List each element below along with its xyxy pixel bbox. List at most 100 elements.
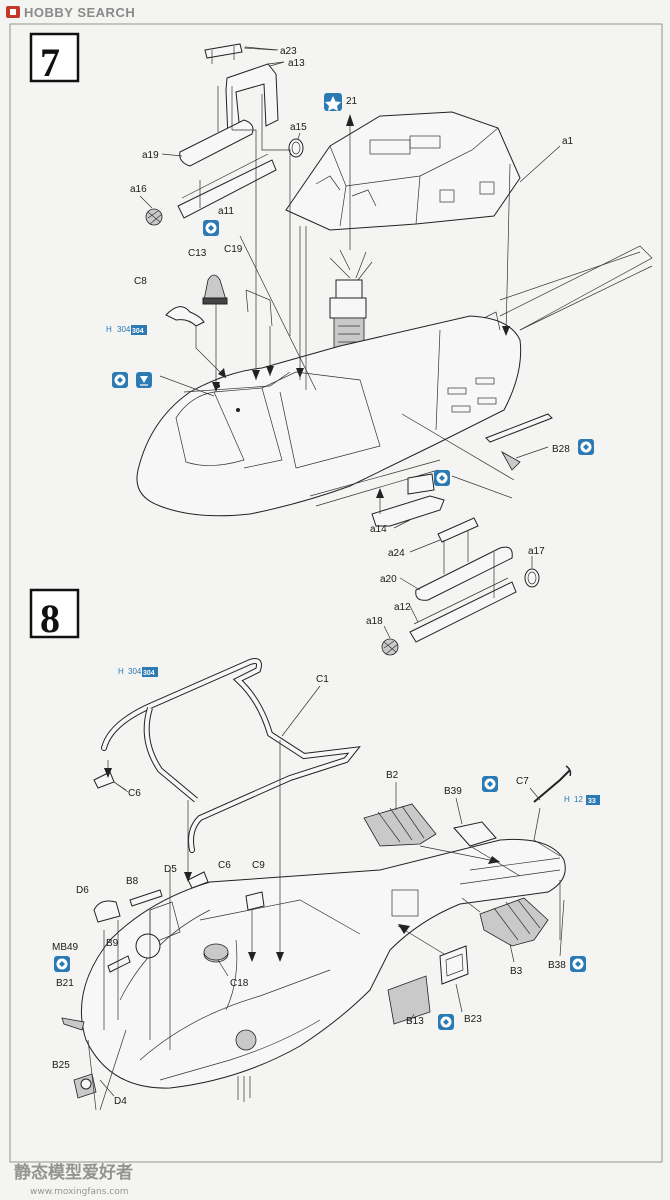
label-a12: a12 — [394, 602, 411, 613]
leader-lines-step7 — [139, 47, 561, 639]
tail-boom — [499, 245, 653, 331]
label-a20: a20 — [380, 574, 397, 585]
part-d6 — [93, 900, 121, 923]
paint-c1-prefix: H — [118, 667, 124, 676]
label-c18: C18 — [230, 978, 249, 989]
label-b2: B2 — [386, 770, 399, 781]
label-c19: C19 — [224, 244, 243, 255]
label-a15: a15 — [290, 122, 307, 133]
part-c19 — [245, 289, 273, 327]
part-b3 — [479, 897, 549, 947]
watermark-url: www.moxingfans.com — [30, 1187, 129, 1197]
part-c9 — [245, 891, 265, 911]
paint-c8-code2: 304 — [132, 328, 144, 335]
step8-number: 8 — [40, 596, 60, 641]
watermark: 静态模型爱好者 www.moxingfans.com — [14, 1162, 133, 1197]
star-icon — [324, 93, 342, 111]
part-a20 — [415, 546, 513, 601]
step7-number: 7 — [40, 40, 60, 85]
symmetry-icon — [438, 1014, 454, 1030]
part-b23 — [439, 945, 469, 985]
symmetry-icon — [434, 470, 450, 486]
step7-number-box: 7 — [29, 32, 80, 85]
label-b9: B9 — [106, 938, 119, 949]
part-a12 — [409, 577, 517, 643]
label-a23: a23 — [280, 46, 297, 57]
paint-callout-c8: H 304 304 — [106, 325, 147, 335]
label-b25: B25 — [52, 1060, 70, 1071]
label-b13: B13 — [406, 1016, 424, 1027]
symmetry-icon — [578, 439, 594, 455]
label-c8: C8 — [134, 276, 147, 287]
part-b8 — [129, 889, 163, 907]
label-b39: B39 — [444, 786, 462, 797]
fuselage-step7 — [136, 311, 522, 517]
label-mb49: MB49 — [52, 942, 79, 953]
label-d6: D6 — [76, 885, 89, 896]
part-a23 — [204, 43, 243, 64]
label-d4: D4 — [114, 1096, 127, 1107]
label-a14: a14 — [370, 524, 387, 535]
label-a18: a18 — [366, 616, 383, 627]
label-c9: C9 — [252, 860, 265, 871]
paint-c8-code1: 304 — [117, 325, 131, 334]
paint-callout-c1: H 304 304 — [118, 667, 158, 677]
part-a16 — [145, 208, 163, 226]
part-a19 — [179, 119, 254, 167]
part-c7 — [533, 765, 572, 803]
leader-lines-step8 — [99, 685, 565, 1097]
part-a13 — [225, 63, 279, 139]
part-a17 — [524, 568, 540, 588]
paint-c7-code1: 12 — [574, 795, 583, 804]
part-b28 — [485, 413, 553, 471]
label-c7: C7 — [516, 776, 529, 787]
part-21-engine-cowl — [285, 111, 521, 231]
label-b28: B28 — [552, 444, 570, 455]
symmetry-icon — [570, 956, 586, 972]
part-c8 — [165, 306, 205, 327]
part-c18 — [203, 943, 229, 961]
label-21: 21 — [346, 96, 358, 107]
part-c1-frame — [101, 658, 361, 853]
part-a11 — [177, 153, 277, 219]
step8-number-box: 8 — [29, 588, 80, 641]
part-b25 — [73, 1073, 97, 1099]
label-b21: B21 — [56, 978, 74, 989]
hobby-search-logo: HOBBY SEARCH — [6, 5, 135, 20]
part-c6-right — [187, 871, 209, 889]
part-b-bracket — [407, 473, 435, 495]
label-a17: a17 — [528, 546, 545, 557]
label-a16: a16 — [130, 184, 147, 195]
paint-callout-c7: H 12 33 — [564, 795, 600, 805]
cut-icon — [136, 372, 152, 388]
part-a24 — [437, 517, 479, 543]
label-a24: a24 — [388, 548, 405, 559]
part-c13 — [202, 274, 228, 305]
label-a13: a13 — [288, 58, 305, 69]
part-b9 — [107, 955, 131, 973]
label-c1: C1 — [316, 674, 329, 685]
part-b13 — [387, 975, 431, 1025]
label-b3: B3 — [510, 966, 523, 977]
paint-c7-code2: 33 — [588, 798, 596, 805]
watermark-text: 静态模型爱好者 — [14, 1162, 133, 1183]
label-a11: a11 — [218, 206, 234, 217]
label-c13: C13 — [188, 248, 207, 259]
symmetry-icon — [112, 372, 128, 388]
paint-c8-prefix: H — [106, 325, 112, 334]
part-a14 — [371, 495, 445, 527]
paint-c1-code2: 304 — [143, 670, 155, 677]
symmetry-icon — [54, 956, 70, 972]
label-d5: D5 — [164, 864, 177, 875]
part-a15 — [288, 138, 304, 158]
paint-c7-prefix: H — [564, 795, 570, 804]
label-a19: a19 — [142, 150, 159, 161]
label-b8: B8 — [126, 876, 139, 887]
part-a18 — [381, 638, 399, 656]
label-c6-right: C6 — [218, 860, 231, 871]
label-c6-left: C6 — [128, 788, 141, 799]
part-b21 — [61, 1017, 85, 1031]
part-b2 — [363, 803, 437, 847]
label-a1: a1 — [562, 136, 574, 147]
